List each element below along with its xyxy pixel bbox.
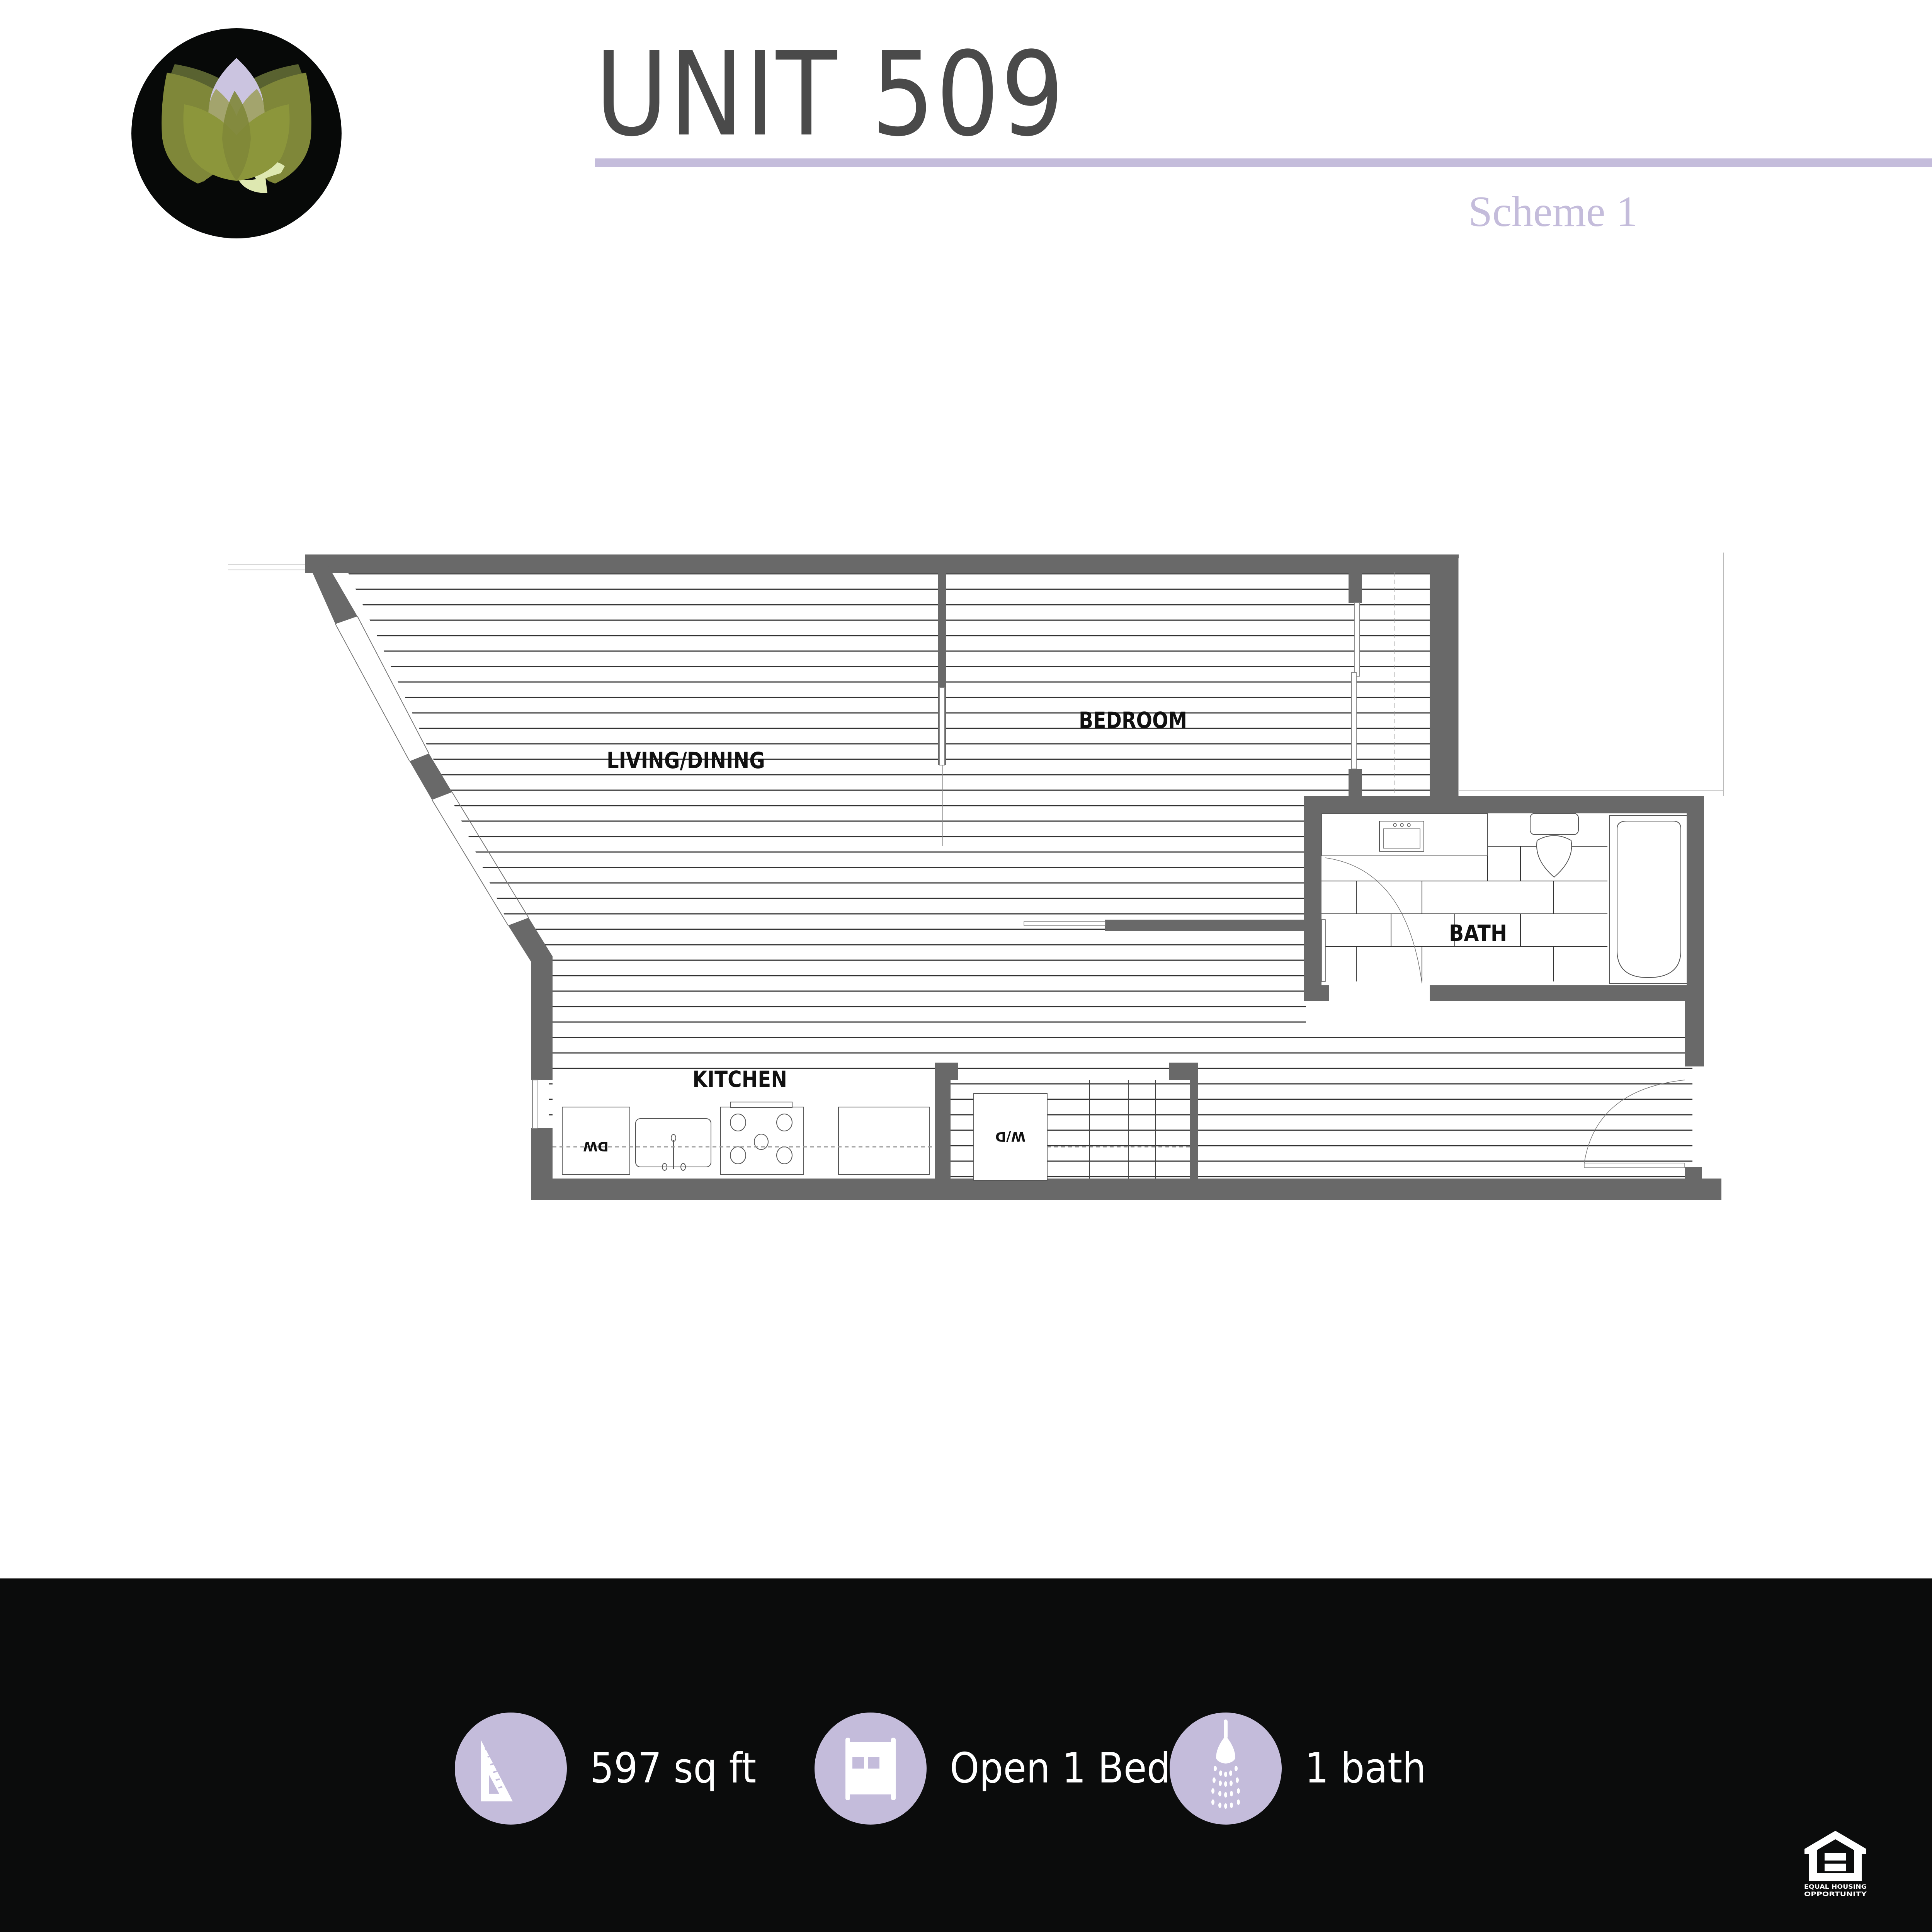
room-label-bath: BATH xyxy=(1449,920,1507,946)
room-label-kitchen: KITCHEN xyxy=(692,1066,787,1092)
room-label-bedroom: BEDROOM xyxy=(1079,707,1187,733)
title-divider xyxy=(595,158,1932,167)
artichoke-logo-icon xyxy=(131,28,342,238)
shower-icon xyxy=(1170,1713,1282,1825)
appliance-label-dishwasher: DW xyxy=(583,1138,609,1154)
appliance-label-washer-dryer: W/D xyxy=(995,1129,1026,1144)
eho-line-2: OPPORTUNITY xyxy=(1804,1890,1867,1897)
eho-line-1: EQUAL HOUSING xyxy=(1804,1883,1867,1890)
footer-bar xyxy=(0,1578,1932,1932)
stat-bath: 1 bath xyxy=(1170,1713,1440,1825)
scheme-label: Scheme 1 xyxy=(1468,188,1638,236)
ruler-triangle-icon xyxy=(455,1713,567,1825)
bed-icon xyxy=(815,1713,927,1825)
equal-housing-house-icon: EQUAL HOUSING OPPORTUNITY xyxy=(1804,1831,1867,1897)
stat-area: 597 sq ft xyxy=(455,1713,775,1825)
stat-bath-label: 1 bath xyxy=(1305,1744,1426,1793)
stat-area-label: 597 sq ft xyxy=(590,1744,757,1793)
stat-bed: Open 1 Bed xyxy=(815,1713,1195,1825)
stat-bed-label: Open 1 Bed xyxy=(950,1744,1171,1793)
page-title: UNIT 509 xyxy=(595,27,1066,162)
room-label-living-dining: LIVING/DINING xyxy=(607,747,765,774)
